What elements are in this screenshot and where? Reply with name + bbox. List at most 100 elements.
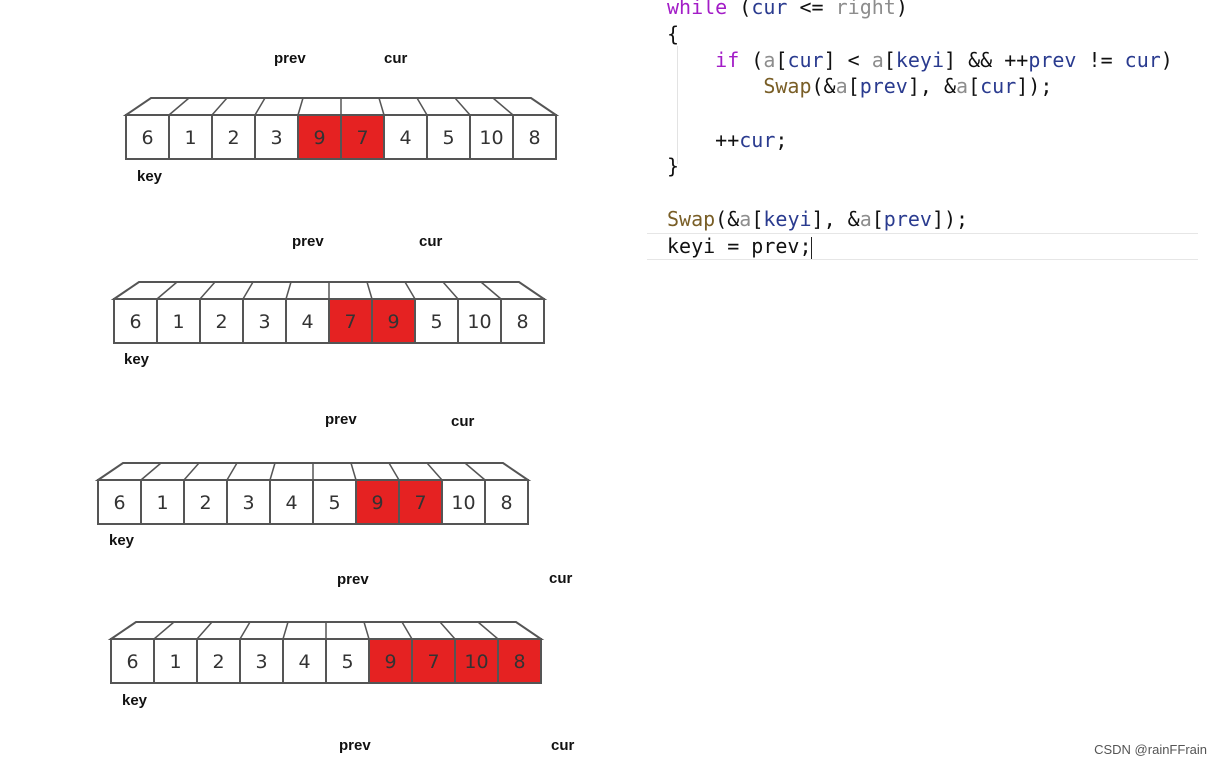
cur-pointer-label: cur	[551, 737, 575, 754]
array-top-divider	[416, 97, 428, 116]
array-top-divider	[242, 281, 254, 300]
array-top-divider	[297, 97, 304, 116]
array-top-divider	[404, 281, 416, 300]
array-top-divider	[492, 97, 514, 116]
array-cell	[110, 638, 155, 684]
array-cell-value: 5	[341, 651, 353, 673]
array-cell-value: 5	[430, 311, 442, 333]
array-cell-value: 1	[172, 311, 184, 333]
array-cell-value: 6	[126, 651, 138, 673]
code-line: Swap(&a[keyi], &a[prev]);	[667, 207, 969, 231]
array-cell-value: 4	[399, 127, 411, 149]
array-top-divider	[480, 281, 502, 300]
array-top-divider	[239, 621, 251, 640]
code-line: Swap(&a[prev], &a[cur]);	[763, 74, 1053, 98]
array-cell-value: 8	[516, 311, 528, 333]
array-cell-value: 9	[384, 651, 396, 673]
code-line: if (a[cur] < a[keyi] && ++prev != cur)	[715, 48, 1173, 72]
prev-pointer-label: prev	[339, 737, 371, 754]
code-line: }	[667, 154, 680, 178]
array-cell-highlighted	[497, 638, 542, 684]
prev-pointer-label: prev	[292, 233, 324, 250]
array-top-divider	[366, 281, 373, 300]
array-cell-value: 3	[255, 651, 267, 673]
indent-guide	[677, 46, 678, 164]
cur-pointer-label: cur	[384, 50, 408, 67]
array-cell-highlighted	[368, 638, 413, 684]
array-cell-highlighted	[371, 298, 416, 344]
array-cell-highlighted	[297, 114, 342, 160]
array-cell-value: 3	[242, 492, 254, 514]
array-top-divider	[285, 281, 292, 300]
array-cell-value: 10	[451, 492, 475, 514]
key-pointer-label: key	[137, 168, 163, 185]
array-cell	[153, 638, 198, 684]
array-cell	[113, 298, 158, 344]
array-top-divider	[226, 462, 238, 481]
array-top-divider	[168, 97, 190, 116]
array-top-divider	[388, 462, 400, 481]
array-top-divider	[254, 97, 266, 116]
code-editor[interactable]: while (cur <= right) { if (a[cur] < a[ke…	[667, 0, 1207, 270]
array-cell-value: 2	[227, 127, 239, 149]
array-cell-value: 2	[212, 651, 224, 673]
cur-pointer-label: cur	[549, 570, 573, 587]
array-top-divider	[156, 281, 178, 300]
array-cell-highlighted	[355, 479, 400, 525]
array-cell-value: 6	[129, 311, 141, 333]
array-cell	[242, 298, 287, 344]
code-line: {	[667, 22, 680, 46]
key-pointer-label: key	[122, 692, 148, 709]
array-cell-value: 7	[427, 651, 439, 673]
current-line-bottom-border	[647, 259, 1198, 260]
array-cell-value: 10	[467, 311, 491, 333]
array-cell-highlighted	[328, 298, 373, 344]
code-line: while (cur <= right)	[667, 0, 908, 19]
array-cell	[312, 479, 357, 525]
array-cell	[97, 479, 142, 525]
array-cell	[325, 638, 370, 684]
array-top-divider	[464, 462, 486, 481]
cur-pointer-label: cur	[419, 233, 443, 250]
array-cell-value: 1	[169, 651, 181, 673]
array-cell-highlighted	[398, 479, 443, 525]
array-cell-value: 9	[313, 127, 325, 149]
array-cell-value: 6	[141, 127, 153, 149]
prev-pointer-label: prev	[337, 571, 369, 588]
array-cell	[199, 298, 244, 344]
array-cell-value: 1	[156, 492, 168, 514]
array-top-divider	[282, 621, 289, 640]
array-cell-value: 4	[301, 311, 313, 333]
array-cell-value: 2	[199, 492, 211, 514]
array-cell	[469, 114, 514, 160]
array-cell-value: 5	[328, 492, 340, 514]
array-cell-value: 4	[285, 492, 297, 514]
array-cell-value: 10	[464, 651, 488, 673]
array-cell	[500, 298, 545, 344]
array-top-divider	[439, 621, 456, 640]
prev-pointer-label: prev	[325, 411, 357, 428]
array-cell-value: 2	[215, 311, 227, 333]
array-cell-value: 6	[113, 492, 125, 514]
array-cell	[484, 479, 529, 525]
array-cell-value: 10	[479, 127, 503, 149]
array-cell	[383, 114, 428, 160]
array-cell-value: 7	[414, 492, 426, 514]
array-cell	[125, 114, 170, 160]
array-top-divider	[140, 462, 162, 481]
key-pointer-label: key	[124, 351, 150, 368]
array-cell	[282, 638, 327, 684]
array-top-divider	[350, 462, 357, 481]
array-top-divider	[183, 462, 200, 481]
array-cell	[239, 638, 284, 684]
array-cell-value: 7	[344, 311, 356, 333]
array-cell-value: 3	[258, 311, 270, 333]
array-cell	[156, 298, 201, 344]
